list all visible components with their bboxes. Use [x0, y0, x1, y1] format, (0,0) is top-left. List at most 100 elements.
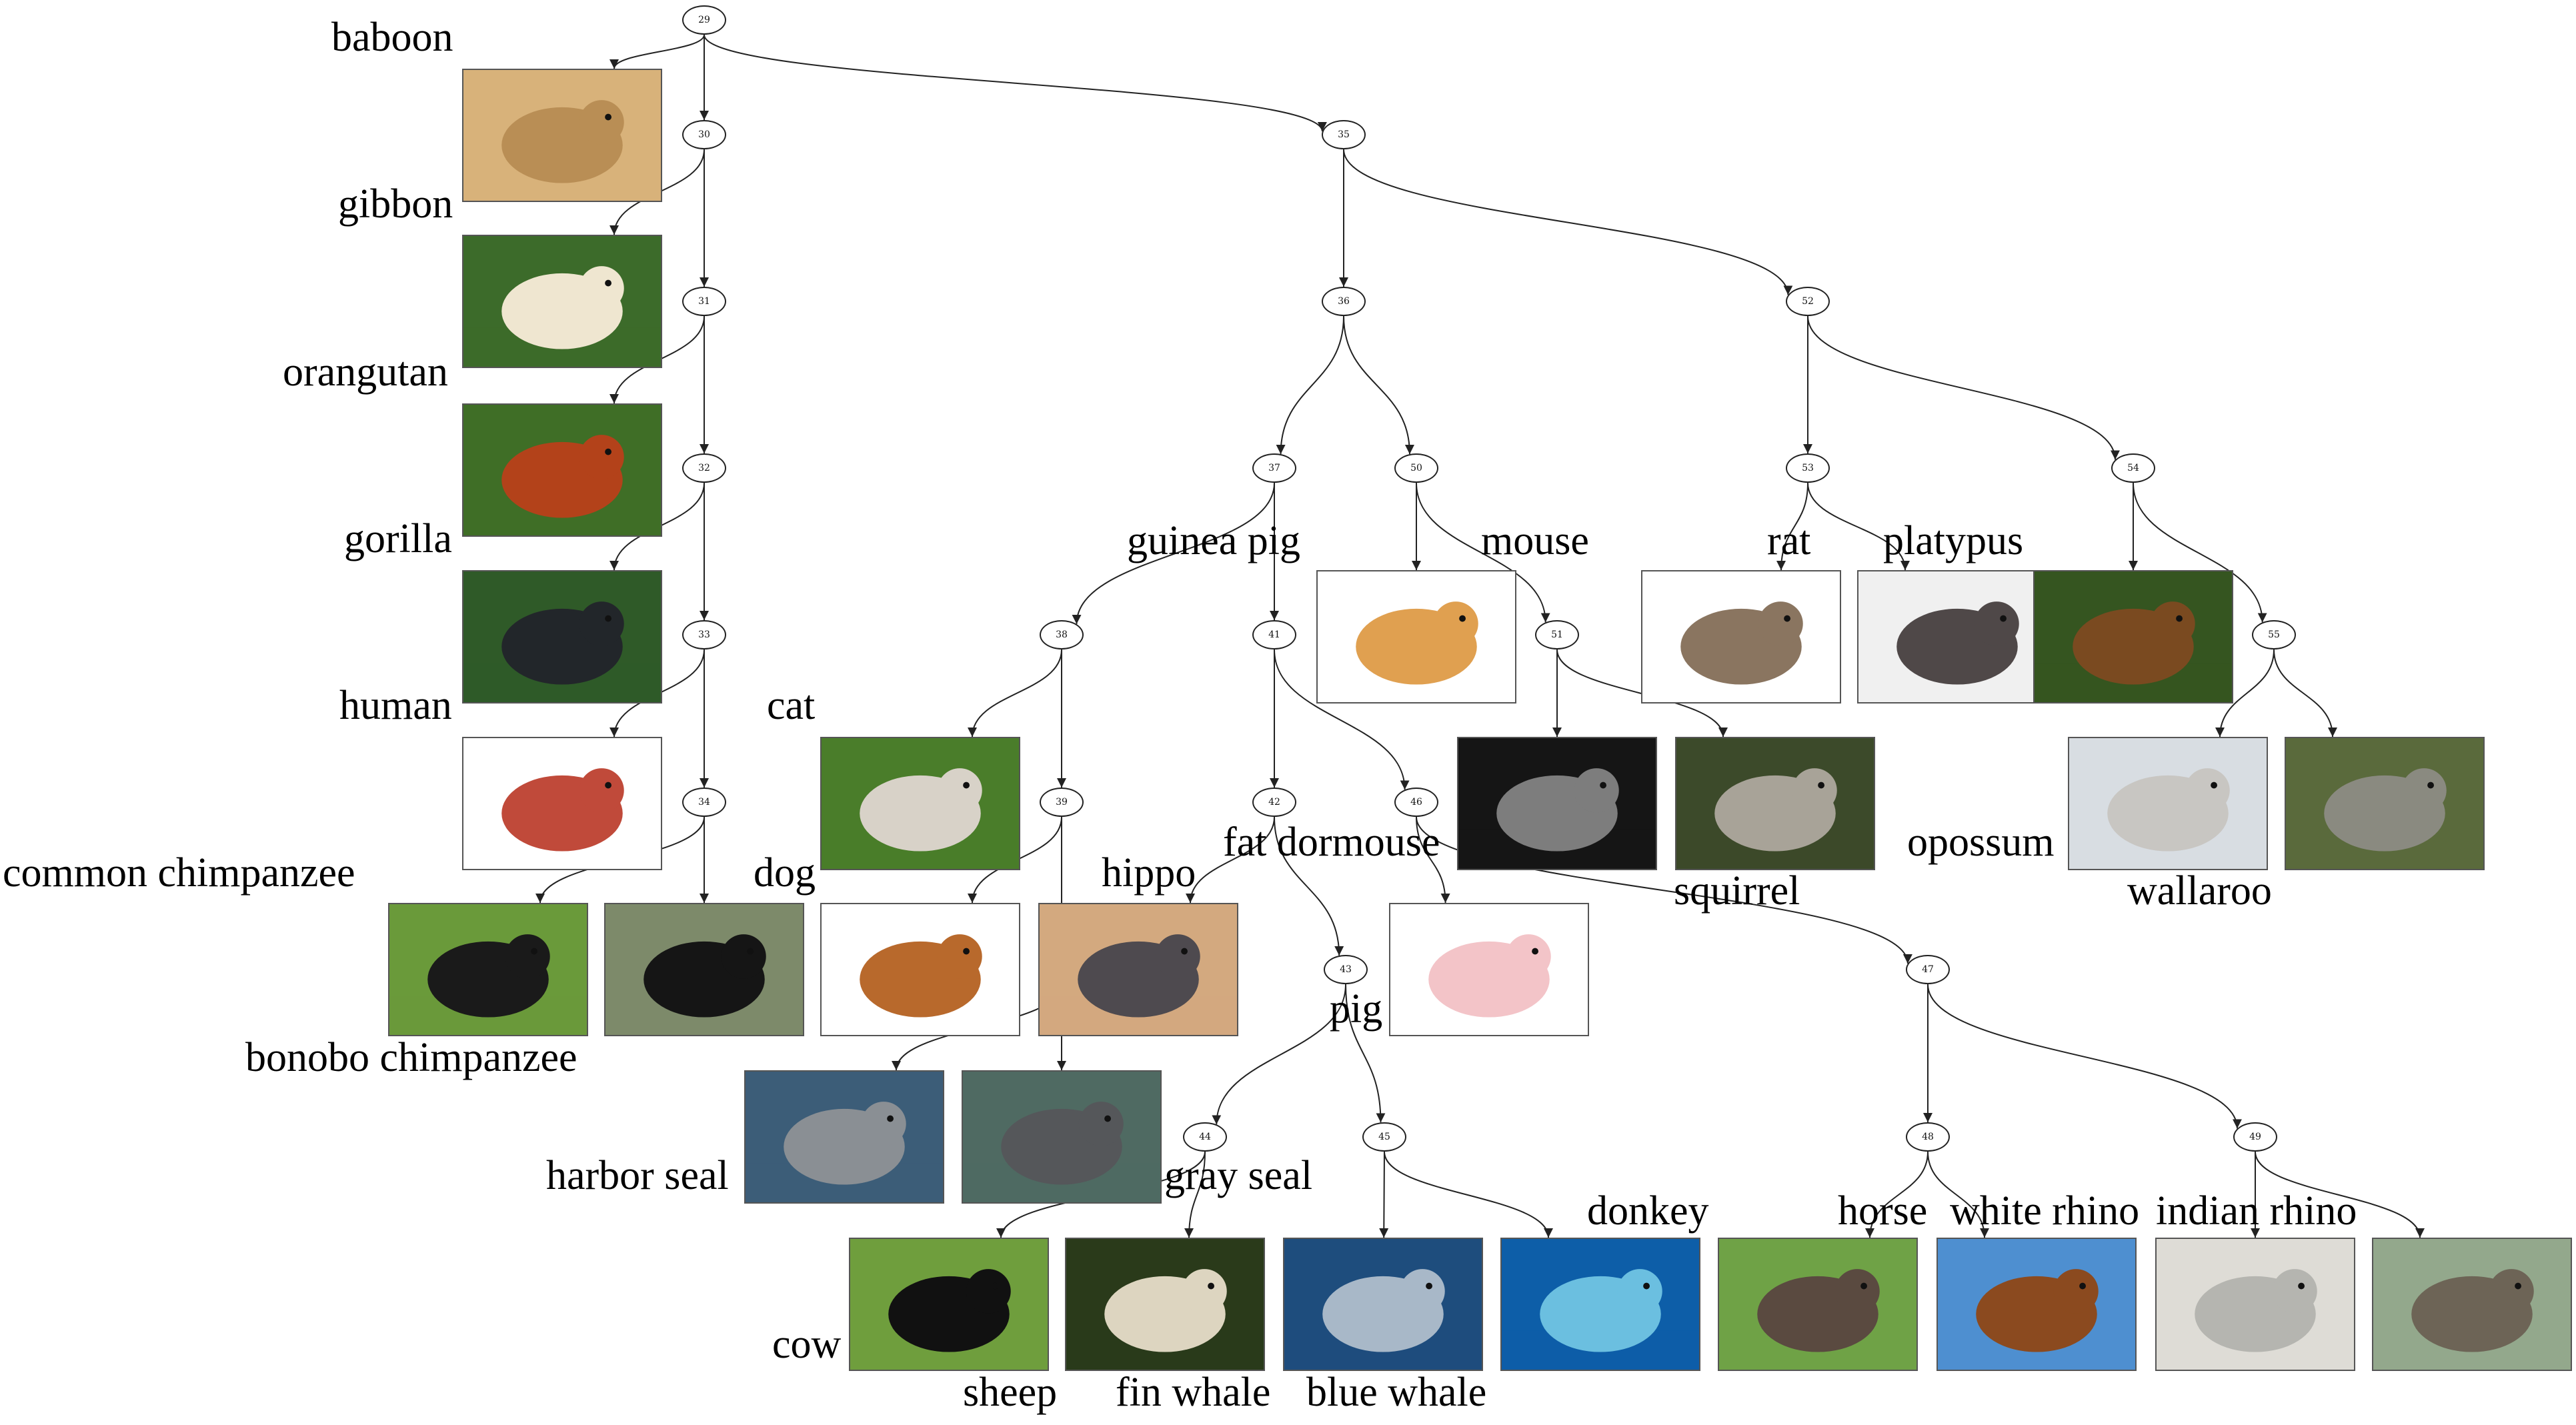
leaf-label-horse: horse [1838, 1188, 1928, 1234]
animal-thumbnail [1318, 571, 1515, 702]
edge-43-44 [1212, 984, 1346, 1125]
tree-node-32: 32 [682, 453, 726, 483]
animal-thumbnail [2157, 1239, 2354, 1370]
tree-node-29: 29 [682, 5, 726, 35]
animal-thumbnail [1390, 904, 1588, 1035]
edge-50-51 [1416, 482, 1550, 623]
animal-image-platypus [2033, 570, 2233, 703]
tree-node-55: 55 [2252, 620, 2296, 649]
edge-51-img-squirrel [1556, 649, 1728, 738]
animal-thumbnail [1066, 1239, 1264, 1370]
leaf-label-rat: rat [1767, 518, 1811, 563]
animal-thumbnail [822, 738, 1019, 869]
edge-42-43 [1274, 816, 1344, 956]
tree-node-31: 31 [682, 287, 726, 316]
edge-29-img-baboon [609, 34, 705, 69]
animal-image-common-chimpanzee [388, 903, 588, 1036]
edge-55-img-opossum [2215, 649, 2275, 738]
animal-image-squirrel [1675, 737, 1875, 870]
leaf-label-baboon: baboon [331, 15, 453, 60]
leaf-label-squirrel: squirrel [1674, 868, 1800, 914]
tree-node-41: 41 [1252, 620, 1296, 649]
leaf-label-hippo: hippo [1102, 850, 1196, 896]
edge-46-img-pig [1416, 816, 1450, 904]
animal-thumbnail [463, 738, 661, 869]
leaf-label-sheep: sheep [963, 1370, 1058, 1415]
leaf-label-blue-whale: blue whale [1306, 1370, 1487, 1415]
tree-node-50: 50 [1394, 453, 1438, 483]
edge-44-img-sheep [1184, 1151, 1206, 1238]
edge-47-49 [1927, 984, 2242, 1129]
animal-image-wallaroo [2285, 737, 2485, 870]
leaf-label-common-chimpanzee: common chimpanzee [3, 850, 355, 896]
tree-node-45: 45 [1362, 1122, 1406, 1152]
animal-image-white-rhino [2155, 1238, 2355, 1371]
tree-node-37: 37 [1252, 453, 1296, 483]
animal-image-cow [849, 1238, 1049, 1371]
leaf-label-harbor-seal: harbor seal [546, 1153, 729, 1198]
animal-thumbnail [2286, 738, 2483, 869]
animal-image-pig [1389, 903, 1589, 1036]
leaf-label-bonobo-chimpanzee: bonobo chimpanzee [245, 1035, 577, 1080]
animal-image-guinea-pig [1316, 570, 1516, 703]
leaf-label-fat-dormouse: fat dormouse [1223, 820, 1440, 865]
animal-image-mouse [1641, 570, 1841, 703]
animal-thumbnail [1719, 1239, 1916, 1370]
edge-29-35 [704, 34, 1327, 132]
edge-53-img-mouse [1776, 482, 1808, 571]
edge-43-45 [1345, 984, 1386, 1123]
animal-thumbnail [1040, 904, 1237, 1035]
tree-node-42: 42 [1252, 788, 1296, 817]
animal-image-rat [1857, 570, 2057, 703]
leaf-label-cat: cat [767, 683, 816, 728]
animal-thumbnail [850, 1239, 1048, 1370]
animal-thumbnail [389, 904, 587, 1035]
animal-image-hippo [1038, 903, 1238, 1036]
tree-node-47: 47 [1906, 955, 1950, 984]
animal-image-gibbon [462, 235, 662, 368]
tree-node-46: 46 [1394, 788, 1438, 817]
leaf-label-gray-seal: gray seal [1164, 1153, 1313, 1198]
leaf-label-wallaroo: wallaroo [2127, 868, 2272, 914]
animal-thumbnail [963, 1072, 1160, 1202]
animal-image-cat [820, 737, 1020, 870]
edge-41-46 [1274, 649, 1410, 790]
edge-55-img-wallaroo [2273, 649, 2337, 738]
edge-48-img-horse [1927, 1151, 1989, 1238]
animal-image-fin-whale [1283, 1238, 1483, 1371]
tree-node-38: 38 [1040, 620, 1084, 649]
edge-37-38 [1072, 482, 1275, 624]
animal-image-orangutan [462, 403, 662, 537]
leaf-label-dog: dog [754, 850, 816, 896]
leaf-label-white-rhino: white rhino [1950, 1188, 2140, 1234]
animal-thumbnail [2035, 571, 2232, 702]
tree-node-33: 33 [682, 620, 726, 649]
animal-image-opossum [2068, 737, 2268, 870]
animal-thumbnail [1642, 571, 1840, 702]
leaf-label-cow: cow [772, 1322, 842, 1367]
animal-image-bonobo-chimpanzee [604, 903, 804, 1036]
animal-thumbnail [1502, 1239, 1699, 1370]
animal-thumbnail [1676, 738, 1874, 869]
tree-node-39: 39 [1040, 788, 1084, 817]
leaf-label-gibbon: gibbon [338, 181, 453, 227]
animal-thumbnail [463, 405, 661, 535]
edge-36-37 [1276, 315, 1344, 454]
animal-image-fat-dormouse [1457, 737, 1657, 870]
tree-node-43: 43 [1324, 955, 1368, 984]
animal-thumbnail [2069, 738, 2267, 869]
animal-image-donkey [1718, 1238, 1918, 1371]
tree-node-35: 35 [1322, 120, 1366, 149]
edge-49-img-indian-rhino [2255, 1151, 2425, 1238]
edge-38-img-cat [968, 649, 1062, 738]
leaf-label-mouse: mouse [1481, 518, 1589, 563]
edge-45-img-blue-whale [1384, 1151, 1553, 1238]
animal-image-dog [820, 903, 1020, 1036]
animal-thumbnail [605, 904, 803, 1035]
animal-thumbnail [1938, 1239, 2135, 1370]
tree-node-51: 51 [1535, 620, 1579, 649]
tree-node-52: 52 [1786, 287, 1830, 316]
leaf-label-gorilla: gorilla [344, 516, 452, 561]
edge-35-52 [1343, 149, 1793, 295]
